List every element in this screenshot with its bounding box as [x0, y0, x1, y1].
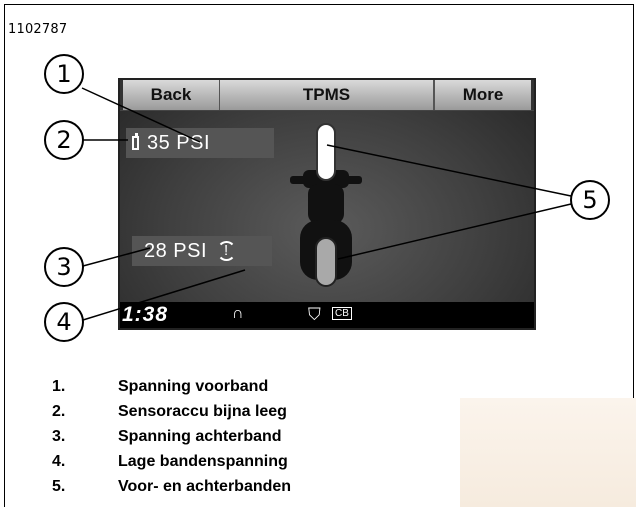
headset-icon: ∩	[232, 305, 244, 322]
legend-text: Spanning voorband	[118, 377, 269, 395]
legend-number: 4.	[52, 452, 66, 470]
callout-3: 3	[44, 247, 84, 287]
legend-list: 1. Spanning voorband 2. Sensoraccu bijna…	[52, 374, 291, 499]
clock: 1:38	[122, 303, 169, 326]
rear-pressure-box: 28 PSI !	[132, 236, 272, 266]
status-bar: 1:38 ∩ ⛉ CB	[120, 302, 534, 328]
callout-4: 4	[44, 302, 84, 342]
front-pressure-value: 35 PSI	[147, 131, 211, 154]
rear-pressure-value: 28 PSI	[144, 239, 208, 262]
bar-and-shield-icon: ⛉	[308, 305, 321, 324]
more-button[interactable]: More	[434, 80, 534, 110]
legend-item: 1. Spanning voorband	[52, 374, 291, 399]
figure-frame	[4, 4, 634, 507]
legend-item: 2. Sensoraccu bijna leeg	[52, 399, 291, 424]
legend-text: Voor- en achterbanden	[118, 477, 292, 495]
callout-2: 2	[44, 120, 84, 160]
legend-number: 3.	[52, 427, 66, 445]
legend-item: 5. Voor- en achterbanden	[52, 474, 291, 499]
callout-1: 1	[44, 54, 84, 94]
legend-text: Lage bandenspanning	[118, 452, 288, 470]
tire-pressure-warning-icon: !	[217, 241, 236, 261]
front-tire-indicator	[316, 123, 336, 181]
screen-title: TPMS	[220, 80, 434, 110]
legend-text: Spanning achterband	[118, 427, 282, 445]
legend-number: 5.	[52, 477, 66, 495]
motorcycle-silhouette	[290, 123, 362, 287]
back-button[interactable]: Back	[120, 80, 220, 110]
watermark	[460, 398, 636, 507]
legend-item: 3. Spanning achterband	[52, 424, 291, 449]
figure-id: 1102787	[8, 22, 68, 37]
legend-number: 1.	[52, 377, 66, 395]
legend-item: 4. Lage bandenspanning	[52, 449, 291, 474]
rear-tire-indicator	[315, 237, 337, 287]
front-pressure-box: 35 PSI	[126, 128, 274, 158]
cb-icon: CB	[332, 307, 352, 320]
tpms-screen: Back TPMS More 35 PSI 28 PSI ! 1:38 ∩ ⛉ …	[118, 78, 536, 330]
screen-topbar: Back TPMS More	[120, 80, 534, 111]
battery-low-icon	[132, 133, 139, 150]
legend-text: Sensoraccu bijna leeg	[118, 402, 287, 420]
legend-number: 2.	[52, 402, 66, 420]
callout-5: 5	[570, 180, 610, 220]
